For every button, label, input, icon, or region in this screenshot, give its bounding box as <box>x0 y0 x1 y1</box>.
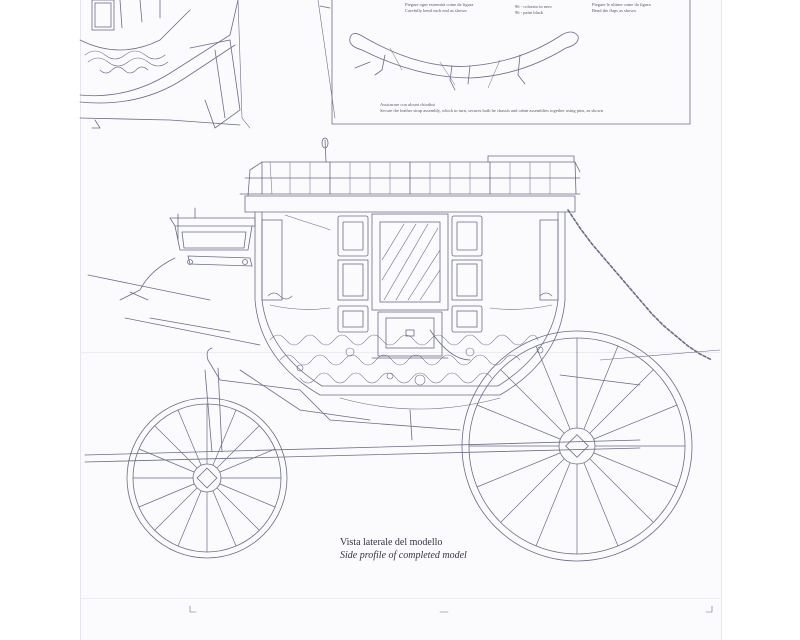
scrollwork-band <box>269 334 544 410</box>
detail-note-top-middle: 96 - colorato in nero 96 - paint black <box>515 4 552 15</box>
fold-line <box>80 598 720 599</box>
front-wheel <box>126 397 288 559</box>
rear-wheel <box>461 330 693 562</box>
caption-italian: Vista laterale del modello <box>340 537 443 548</box>
blueprint-sheet <box>80 0 722 640</box>
strap-detail-box <box>331 0 691 125</box>
caption-english: Side profile of completed model <box>340 550 467 561</box>
detail-note-top-right: Piegare le ultime come da figura Bend th… <box>592 2 651 13</box>
driver-seat <box>87 207 261 346</box>
drawing-caption: Vista laterale del modello Side profile … <box>340 536 467 562</box>
cabin-body <box>244 195 576 396</box>
chain <box>567 209 713 361</box>
fold-line <box>80 352 720 353</box>
roof-rack <box>239 137 581 197</box>
top-partial-view <box>79 0 336 129</box>
detail-note-bottom: Assicurare con alcuni chiodini Secure th… <box>380 102 604 113</box>
chassis <box>84 329 721 463</box>
detail-note-top-left: Piegare ogni estremità come da figura Ca… <box>405 2 474 13</box>
